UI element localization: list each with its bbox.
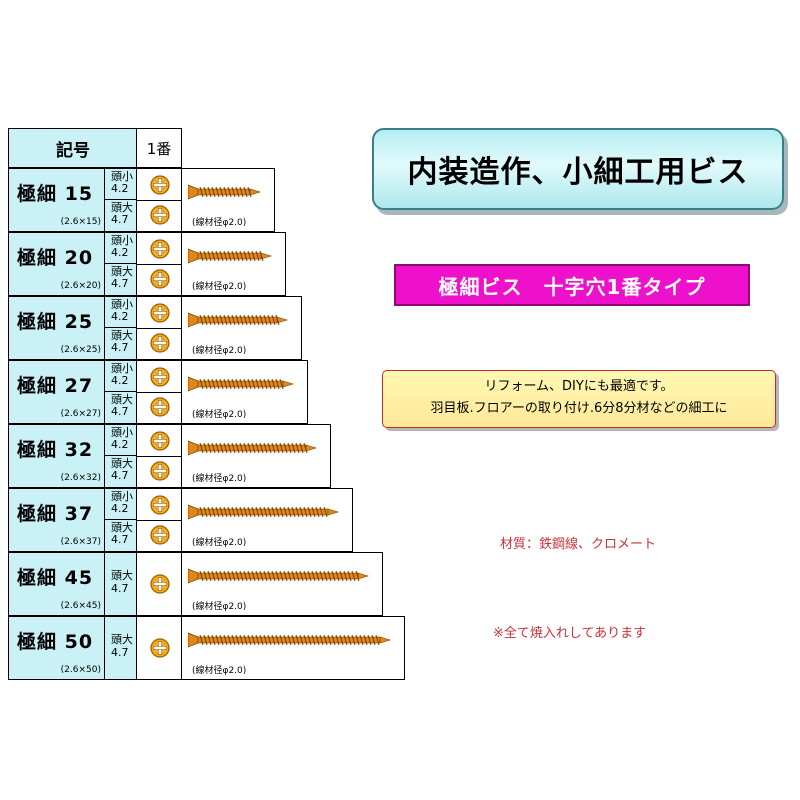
screw-name: 極細 15 [17,183,94,205]
screw-image-cell: (線材径φ2.0) [181,296,302,360]
phillips-head-icon [150,269,170,289]
material-text: 材質：鉄鋼線、クロメート [500,537,657,552]
driver-icon-cell [136,296,182,360]
screw-name-cell: 極細 32 (2.6×32) [8,424,106,488]
screw-size: (2.6×45) [60,601,101,611]
wire-diameter-label: (線材径φ2.0) [192,346,247,356]
driver-icon-cell [136,424,182,488]
screw-name: 極細 27 [17,375,94,397]
head-size-large: 頭大4.7 [111,569,133,595]
phillips-head-icon [150,495,170,515]
phillips-head-icon [150,205,170,225]
driver-icon-cell [136,360,182,424]
phillips-head-icon [150,397,170,417]
screw-name-cell: 極細 15 (2.6×15) [8,168,106,232]
phillips-head-icon [150,239,170,259]
screw-name-cell: 極細 25 (2.6×25) [8,296,106,360]
screw-size: (2.6×20) [60,281,101,291]
screw-name-cell: 極細 45 (2.6×45) [8,552,106,616]
screw-size: (2.6×32) [60,473,101,483]
header-driver-number: 1番 [136,128,182,168]
type-label: 極細ビス 十字穴1番タイプ [438,274,706,299]
screw-name-cell: 極細 20 (2.6×20) [8,232,106,296]
driver-icon-cell [136,168,182,232]
phillips-head-icon [150,525,170,545]
wire-diameter-label: (線材径φ2.0) [192,602,247,612]
wire-diameter-label: (線材径φ2.0) [192,666,247,676]
head-size-large: 頭大4.7 [111,329,133,354]
screw-image-cell: (線材径φ2.0) [181,360,308,424]
head-size-small: 頭小4.2 [105,297,137,328]
head-size-large: 頭大4.7 [111,633,133,659]
screw-name-cell: 極細 37 (2.6×37) [8,488,106,552]
description-line-1: リフォーム、DIYにも最適です。 [484,379,674,394]
head-size-small: 頭小4.2 [105,361,137,392]
phillips-head-icon [150,638,170,658]
screw-name: 極細 32 [17,439,94,461]
type-banner: 極細ビス 十字穴1番タイプ [394,264,750,306]
phillips-head-icon [150,461,170,481]
driver-icon-cell [136,488,182,552]
screw-size: (2.6×25) [60,345,101,355]
head-size-large: 頭大4.7 [111,457,133,482]
screw-image-cell: (線材径φ2.0) [181,232,286,296]
wire-diameter-label: (線材径φ2.0) [192,282,247,292]
screw-image-cell: (線材径φ2.0) [181,488,353,552]
wire-diameter-label: (線材径φ2.0) [192,538,247,548]
screw-name-cell: 極細 50 (2.6×50) [8,616,106,680]
phillips-head-icon [150,175,170,195]
description-line-2: 羽目板.フロアーの取り付け.6分8分材などの細工に [430,401,728,416]
screw-size: (2.6×15) [60,217,101,227]
driver-icon-cell [136,552,182,616]
phillips-head-icon [150,431,170,451]
page-title: 内装造作、小細工用ビス [407,155,749,190]
note-text: ※全て焼入れしてあります [493,626,647,641]
screw-image-cell: (線材径φ2.0) [181,424,331,488]
driver-icon-cell [136,616,182,680]
head-size-small: 頭小4.2 [105,169,137,200]
head-size-small: 頭小4.2 [105,425,137,456]
driver-icon-cell [136,232,182,296]
screw-name: 極細 37 [17,503,94,525]
screw-size: (2.6×37) [60,537,101,547]
screw-image-cell: (線材径φ2.0) [181,168,275,232]
screw-name: 極細 50 [17,631,94,653]
head-size-large: 頭大4.7 [111,521,133,546]
wire-diameter-label: (線材径φ2.0) [192,474,247,484]
screw-name: 極細 20 [17,247,94,269]
head-size-cell: 頭大4.7 [104,552,138,616]
head-size-large: 頭大4.7 [111,265,133,290]
phillips-head-icon [150,574,170,594]
phillips-head-icon [150,303,170,323]
wire-diameter-label: (線材径φ2.0) [192,218,247,228]
head-size-large: 頭大4.7 [111,201,133,226]
head-size-small: 頭小4.2 [105,233,137,264]
screw-image-cell: (線材径φ2.0) [181,616,405,680]
screw-name: 極細 25 [17,311,94,333]
screw-size: (2.6×27) [60,409,101,419]
screw-image-cell: (線材径φ2.0) [181,552,383,616]
phillips-head-icon [150,333,170,353]
screw-name: 極細 45 [17,567,94,589]
wire-diameter-label: (線材径φ2.0) [192,410,247,420]
description-box: リフォーム、DIYにも最適です。 羽目板.フロアーの取り付け.6分8分材などの細… [382,370,776,428]
header-symbol: 記号 [8,128,138,168]
head-size-large: 頭大4.7 [111,393,133,418]
head-size-small: 頭小4.2 [105,489,137,520]
title-banner: 内装造作、小細工用ビス [372,128,784,210]
screw-size: (2.6×50) [60,665,101,675]
phillips-head-icon [150,367,170,387]
screw-name-cell: 極細 27 (2.6×27) [8,360,106,424]
head-size-cell: 頭大4.7 [104,616,138,680]
